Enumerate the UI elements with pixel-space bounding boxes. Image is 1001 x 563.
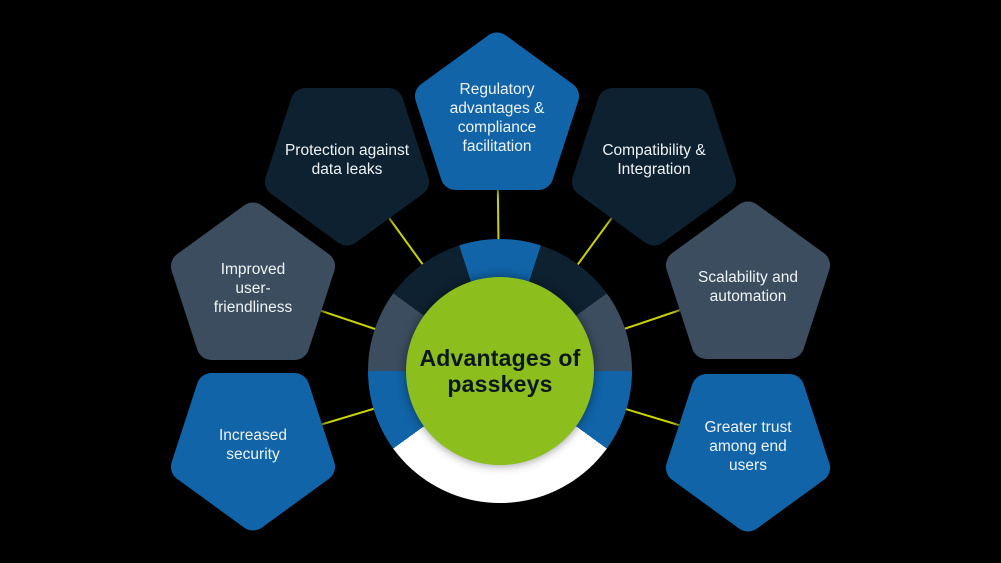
center-circle: Advantages of passkeys [406, 277, 594, 465]
node-label: Increased security [218, 427, 288, 463]
pentagon-icon [170, 202, 336, 361]
pentagon-icon [414, 32, 580, 191]
node-label: Scalability and automation [698, 269, 798, 305]
pentagon-icon [665, 201, 831, 360]
node-label: Compatibility & Integration [602, 142, 706, 178]
node-label: Regulatory advantages & compliance facil… [449, 81, 545, 155]
node-compatibility-integration: Compatibility & Integration [559, 69, 749, 251]
pentagon-icon [571, 87, 737, 246]
pentagon-icon [170, 372, 336, 531]
node-label: Protection against data leaks [284, 142, 410, 178]
node-greater-trust: Greater trust among end users [653, 355, 843, 537]
pentagon-icon [264, 87, 430, 246]
pentagon-icon [665, 373, 831, 532]
diagram-title: Advantages of passkeys [419, 345, 581, 397]
node-label: Greater trust among end users [704, 418, 792, 474]
node-regulatory-advantages: Regulatory advantages & compliance facil… [402, 27, 592, 209]
node-increased-security: Increased security [158, 354, 348, 536]
node-protection-data-leaks: Protection against data leaks [252, 69, 442, 251]
node-label: Improved user-friendliness [213, 260, 293, 316]
node-scalability-automation: Scalability and automation [653, 196, 843, 378]
node-improved-user-friendliness: Improved user-friendliness [158, 197, 348, 379]
